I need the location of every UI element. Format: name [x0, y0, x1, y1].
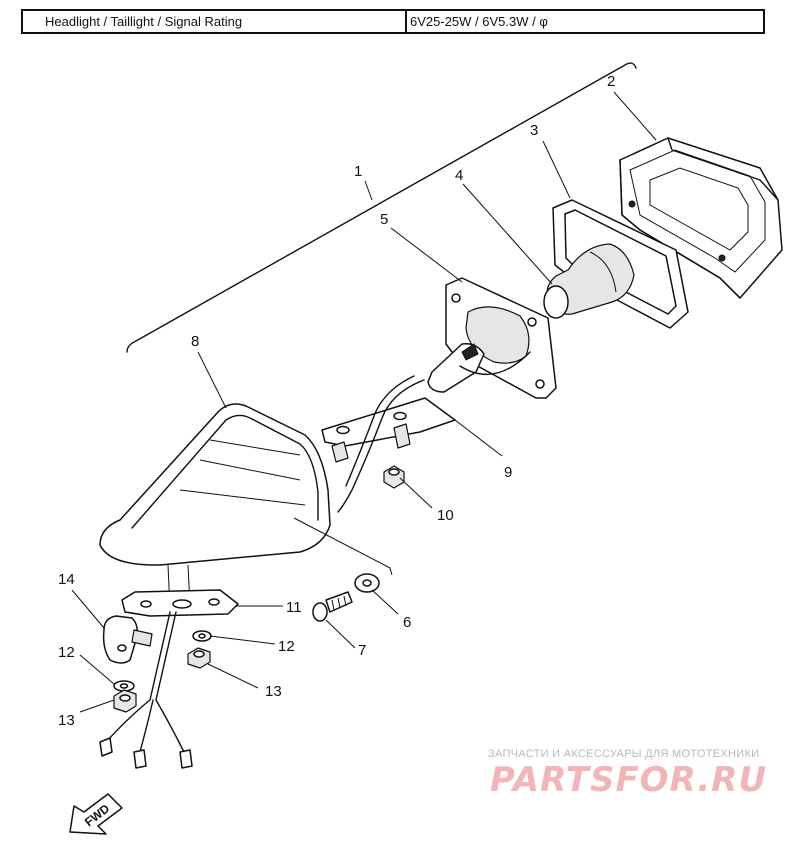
callout-10: 10 [437, 507, 454, 524]
part-10-nut [383, 465, 405, 489]
callout-14: 14 [58, 571, 75, 588]
part-7-bolt [312, 591, 353, 622]
leader-lines [71, 91, 657, 713]
assembly-bracket-line [126, 62, 637, 353]
callout-13-left: 13 [58, 712, 75, 729]
callout-7: 7 [358, 642, 366, 659]
watermark-logo: PARTSFOR.RU [490, 760, 768, 800]
part-14-clamp [102, 615, 153, 664]
callout-11: 11 [286, 599, 302, 616]
watermark-tagline: ЗАПЧАСТИ И АКСЕССУАРЫ ДЛЯ МОТОТЕХНИКИ [488, 748, 760, 760]
callout-4: 4 [455, 167, 463, 184]
callout-2: 2 [607, 73, 615, 90]
callout-12-right: 12 [278, 638, 295, 655]
callout-9: 9 [504, 464, 512, 481]
callout-12-left: 12 [58, 644, 75, 661]
spec-label: Headlight / Taillight / Signal Rating [23, 11, 407, 32]
part-12-washer-right [192, 630, 212, 642]
part-11-lower-plate [121, 589, 239, 617]
lower-wire-harness [99, 611, 193, 769]
part-4-socket-boot [543, 243, 635, 319]
spec-table: Headlight / Taillight / Signal Rating 6V… [21, 9, 765, 34]
part-13-nut-right [187, 647, 211, 669]
callout-6: 6 [403, 614, 411, 631]
callout-8: 8 [191, 333, 199, 350]
wire-harness-upper [337, 379, 425, 513]
callout-5: 5 [380, 211, 388, 228]
part-6-washer [354, 573, 380, 593]
part-13-nut-left [113, 689, 137, 713]
callout-3: 3 [530, 122, 538, 139]
part-5-base-plate [427, 277, 557, 399]
part-9-bracket [321, 397, 456, 463]
part-2-lens-cover [619, 137, 783, 299]
spec-value: 6V25-25W / 6V5.3W / φ [410, 14, 548, 29]
fwd-arrow-icon: FWD [69, 793, 123, 835]
part-12-washer-left [113, 680, 135, 692]
callout-13-right: 13 [265, 683, 282, 700]
callout-1: 1 [354, 163, 362, 180]
